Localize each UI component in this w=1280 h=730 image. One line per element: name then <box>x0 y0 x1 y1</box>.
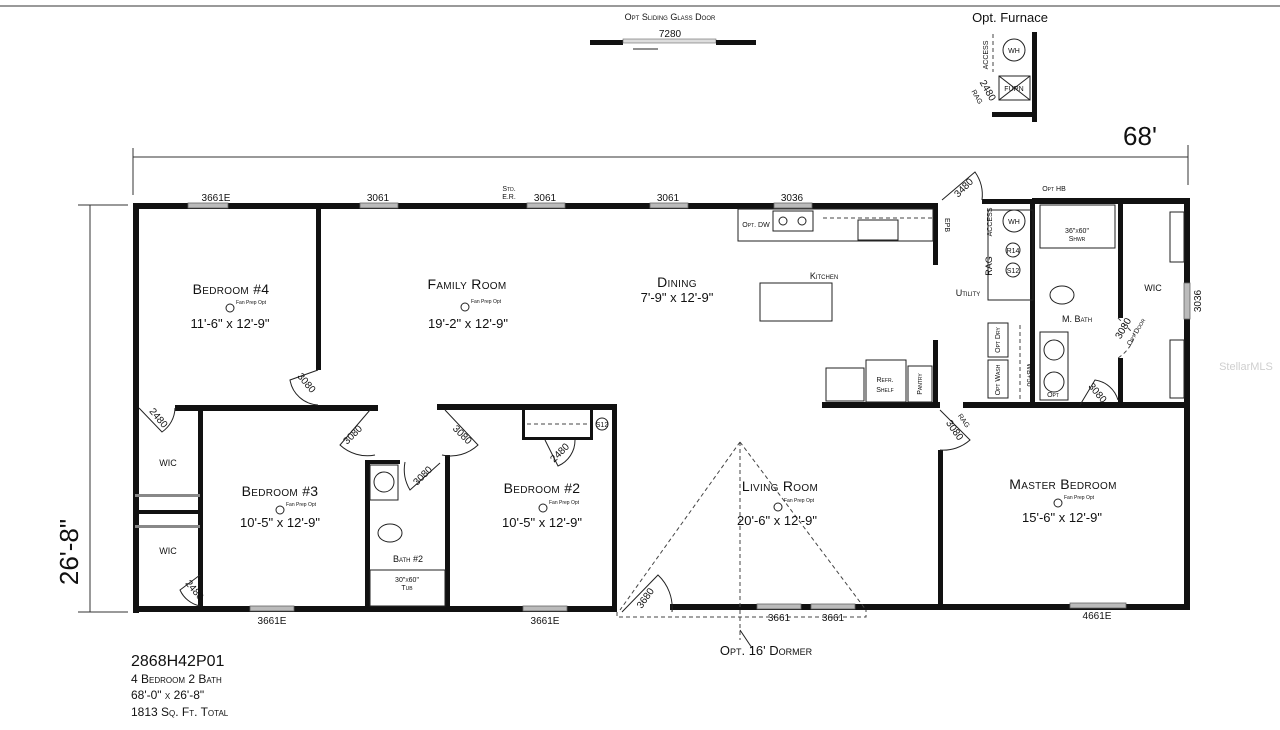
water-heater-label: WH <box>1008 48 1020 55</box>
refrigerator-label: Refr. <box>877 377 894 384</box>
shelf-label: Shelf <box>876 387 893 394</box>
r14-label: R14 <box>1007 248 1020 255</box>
pantry-label: Pantry <box>917 373 924 395</box>
door-label: 2480 <box>147 406 170 430</box>
door-label: 3480 <box>952 176 976 200</box>
s12-label: S12 <box>1007 268 1020 275</box>
room-name: WIC <box>159 458 177 468</box>
opt-hb-label: Opt HB <box>1042 186 1066 193</box>
window-label: 3061 <box>367 193 390 204</box>
tub-label: Tub <box>401 585 413 592</box>
room-size: 7'-9" x 12'-9" <box>641 290 714 305</box>
dishwasher-label: Opt. DW <box>742 222 770 229</box>
window-label: 3661 <box>768 613 791 624</box>
std-er-label: Std. <box>502 186 515 193</box>
rag-label: RAG <box>984 256 994 276</box>
room-size: 11'-6" x 12'-9" <box>191 316 270 331</box>
plan-dimensions: 68'-0" x 26'-8" <box>131 688 204 702</box>
beds-baths: 4 Bedroom 2 Bath <box>131 672 222 686</box>
room-size: 10'-5" x 12'-9" <box>240 515 320 530</box>
access-label: ACCESS <box>983 40 990 69</box>
window-label: 3061 <box>657 193 680 204</box>
room-name: Master Bedroom <box>1009 476 1116 492</box>
dormer-label: Opt. 16' Dormer <box>720 643 813 658</box>
room-name: Bedroom #4 <box>193 281 270 297</box>
room-name: M. Bath <box>1062 314 1092 324</box>
door-label: 3080 <box>341 423 365 447</box>
plan-info: 2868H42P01 4 Bedroom 2 Bath 68'-0" x 26'… <box>131 653 229 719</box>
window-label: 3036 <box>781 193 804 204</box>
s12-label: S12 <box>596 422 609 429</box>
door-label: 3680 <box>635 586 657 611</box>
room-size: 15'-6" x 12'-9" <box>1022 510 1102 525</box>
shower-label: Shwr <box>1069 236 1086 243</box>
sliding-door-title: Opt Sliding Glass Door <box>625 12 716 22</box>
access-label: ACCESS <box>987 207 994 236</box>
room-size: 19'-2" x 12'-9" <box>428 316 508 331</box>
door-label: 3080 <box>295 371 318 395</box>
wb-label: WB+50 <box>1025 363 1032 386</box>
room-size: 10'-5" x 12'-9" <box>502 515 582 530</box>
window-label: 3661E <box>531 616 560 627</box>
fan-prep-label: Fan Prep Opt <box>471 299 502 305</box>
kitchen-island <box>759 282 833 322</box>
room-name: Dining <box>657 274 697 290</box>
room-name: Bath #2 <box>393 554 423 564</box>
window-label: 3061 <box>534 193 557 204</box>
fan-prep-label: Fan Prep Opt <box>549 500 580 506</box>
window-label: 3036 <box>1193 289 1204 312</box>
std-er-label: E.R. <box>502 194 516 201</box>
sliding-door-size: 7280 <box>659 29 682 40</box>
room-name: Living Room <box>742 478 818 494</box>
room-name: WIC <box>159 546 177 556</box>
window-label: 3661E <box>258 616 287 627</box>
opt-sink-label: Opt <box>1047 392 1059 399</box>
door-label: 2480 <box>548 441 572 465</box>
width-dimension: 68' <box>132 121 1189 195</box>
fixture-labels: Opt. DW EPB ACCESS WH R14 S12 RAG Opt HB… <box>395 186 1089 592</box>
water-heater-label: WH <box>1008 219 1020 226</box>
depth-label: 26'-8" <box>54 519 84 585</box>
room-name: WIC <box>1144 283 1162 293</box>
fan-prep-label: Fan Prep Opt <box>784 498 815 504</box>
opt-furnace: Opt. Furnace WH FURN ACCESS 2480 RAG <box>969 10 1048 122</box>
width-label: 68' <box>1123 121 1157 151</box>
window-label: 3661 <box>822 613 845 624</box>
furnace-title: Opt. Furnace <box>972 10 1048 25</box>
watermark: StellarMLS <box>1219 361 1273 373</box>
window-label: 4661E <box>1083 611 1112 622</box>
fan-prep-label: Fan Prep Opt <box>236 300 267 306</box>
window-label: 3661E <box>202 193 231 204</box>
epb-label: EPB <box>943 218 950 232</box>
room-name: Family Room <box>427 276 506 292</box>
fan-prep-label: Fan Prep Opt <box>286 502 317 508</box>
room-name: Bedroom #2 <box>504 480 581 496</box>
room-name: Bedroom #3 <box>242 483 319 499</box>
rag-label: RAG <box>969 89 983 106</box>
tub-size-label: 30"x60" <box>395 577 419 584</box>
room-labels: Bedroom #4 Fan Prep Opt 11'-6" x 12'-9" … <box>159 271 1162 564</box>
dryer-label: Opt Dry <box>995 326 1002 352</box>
room-name: Utility <box>956 288 981 298</box>
room-size: 20'-6" x 12'-9" <box>737 513 817 528</box>
model-number: 2868H42P01 <box>131 653 225 670</box>
door-label: 3080 <box>450 423 474 447</box>
windows: 3661E 3061 3061 3061 3036 3036 3661E 366… <box>187 193 1204 627</box>
furnace-label: FURN <box>1004 86 1023 93</box>
shower-size-label: 36"x60" <box>1065 228 1089 235</box>
opt-sliding-glass-door: Opt Sliding Glass Door 7280 <box>590 12 756 50</box>
kitchen-fixtures <box>369 204 1185 607</box>
washer-label: Opt Wash <box>995 364 1002 395</box>
square-footage: 1813 Sq. Ft. Total <box>131 705 229 719</box>
fan-prep-label: Fan Prep Opt <box>1064 495 1095 501</box>
door-label: 3080 <box>411 464 435 488</box>
interior-walls <box>135 200 1188 610</box>
room-name: Kitchen <box>810 271 838 281</box>
depth-dimension: 26'-8" <box>54 204 128 613</box>
dormer-outline: Opt. 16' Dormer <box>616 441 867 658</box>
